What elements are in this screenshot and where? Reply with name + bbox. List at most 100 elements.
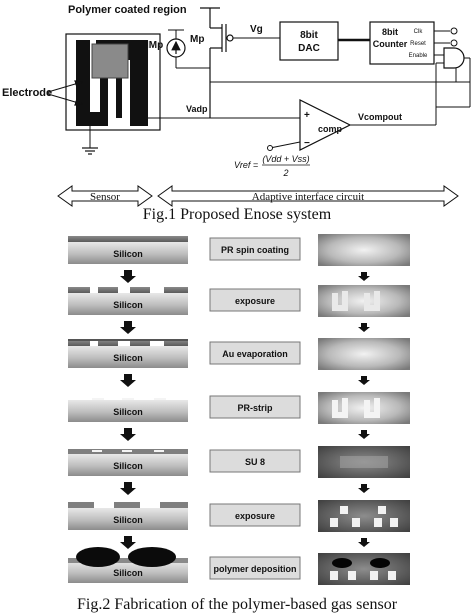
comp-plus: + (304, 110, 310, 121)
electrode-right (96, 40, 148, 126)
down-arrow-icon (358, 484, 370, 493)
photoresist-pattern (164, 340, 188, 346)
silicon-label: Silicon (113, 300, 143, 310)
silicon-label: Silicon (113, 568, 143, 578)
polymer-droplet (76, 547, 120, 567)
electrode-pattern (332, 398, 348, 418)
electrode-pad (370, 571, 378, 580)
step-label: exposure (235, 511, 275, 521)
fig1-caption: Fig.1 Proposed Enose system (142, 206, 332, 223)
vg-label: Vg (250, 24, 263, 35)
su8-pattern (68, 558, 188, 563)
dac-label-1: 8bit (300, 30, 318, 41)
vcompout-label: Vcompout (358, 112, 402, 122)
mp-label: Mp (190, 34, 204, 45)
step-label-box (209, 341, 301, 365)
polymer-region-label: Polymer coated region (68, 4, 187, 16)
counter-label-2: Counter (373, 39, 408, 49)
step-label: Au evaporation (222, 349, 288, 359)
and-gate-icon (443, 47, 465, 69)
reset-pin-icon (450, 39, 458, 47)
fabrication-step-5: Silicon SU 8 (68, 446, 410, 495)
step-label-box (209, 556, 301, 580)
step-label: PR-strip (237, 403, 273, 413)
photoresist-pattern (130, 340, 150, 346)
electrode-pattern (364, 398, 380, 418)
down-arrow-icon (120, 374, 136, 387)
photoresist-pattern (130, 287, 150, 293)
electrode-pad (330, 571, 338, 580)
silicon-wafer (68, 346, 188, 368)
step-label: SU 8 (245, 457, 265, 467)
electrode-strip (154, 398, 166, 400)
electrode-strip (154, 450, 164, 452)
silicon-label: Silicon (113, 353, 143, 363)
silicon-wafer (68, 454, 188, 476)
sensor-arrow (57, 185, 153, 207)
photoresist-pattern (68, 287, 90, 293)
electrode-pad (348, 571, 356, 580)
fabrication-step-2: Silicon exposure (68, 285, 410, 334)
vref-denominator: 2 (282, 168, 288, 178)
down-arrow-icon (358, 323, 370, 332)
down-arrow-icon (120, 536, 136, 549)
comparator-icon (299, 99, 352, 151)
gold-film (68, 339, 188, 341)
dac-block (279, 21, 339, 61)
photoresist-pattern (164, 287, 188, 293)
imp-label: IMp (146, 40, 163, 51)
step-label-box (209, 449, 301, 473)
su8-pattern (68, 502, 94, 508)
silicon-wafer (68, 508, 188, 530)
polymer-droplet (128, 547, 176, 567)
clk-label: Clk (414, 29, 424, 35)
electrode-strip (92, 450, 102, 452)
top-view-image (318, 338, 410, 370)
silicon-wafer (68, 242, 188, 264)
polymer-coating (91, 43, 129, 79)
silicon-wafer (68, 293, 188, 315)
silicon-wafer (68, 400, 188, 422)
top-view-image (318, 234, 410, 266)
down-arrow-icon (120, 482, 136, 495)
enable-label: Enable (409, 53, 428, 59)
electrode-pad (352, 518, 360, 527)
reset-label: Reset (410, 41, 426, 47)
ground-icon (82, 147, 98, 155)
step-label-box (209, 288, 301, 312)
clk-pin-icon (450, 27, 458, 35)
comp-label: comp (318, 124, 343, 134)
fabrication-step-1: Silicon PR spin coating (68, 234, 410, 283)
photoresist-pattern (98, 340, 118, 346)
electrode-pad (330, 518, 338, 527)
silicon-label: Silicon (113, 461, 143, 471)
down-arrow-icon (120, 321, 136, 334)
step-label-box (209, 503, 301, 527)
step-label: exposure (235, 296, 275, 306)
silicon-label: Silicon (113, 249, 143, 259)
down-arrow-icon (358, 430, 370, 439)
photoresist-pattern (68, 340, 90, 346)
electrode-pointer-1 (47, 80, 83, 93)
electrode-strip (122, 398, 134, 400)
electrode-pattern (364, 291, 380, 311)
fabrication-step-6: Silicon exposure (68, 500, 410, 549)
electrode-pad (378, 506, 386, 514)
silicon-label: Silicon (113, 515, 143, 525)
step-label-box (209, 237, 301, 261)
step-label: PR spin coating (221, 245, 289, 255)
down-arrow-icon (120, 270, 136, 283)
su8-pattern (114, 502, 140, 508)
counter-label-1: 8bit (382, 27, 398, 37)
dac-label-2: DAC (298, 43, 320, 54)
pmos-transistor-icon (209, 8, 234, 118)
down-arrow-icon (358, 272, 370, 281)
vref-label: Vref = (234, 160, 258, 170)
interface-arrow (157, 185, 459, 207)
photoresist-pattern (98, 287, 118, 293)
electrode-pad (340, 506, 348, 514)
